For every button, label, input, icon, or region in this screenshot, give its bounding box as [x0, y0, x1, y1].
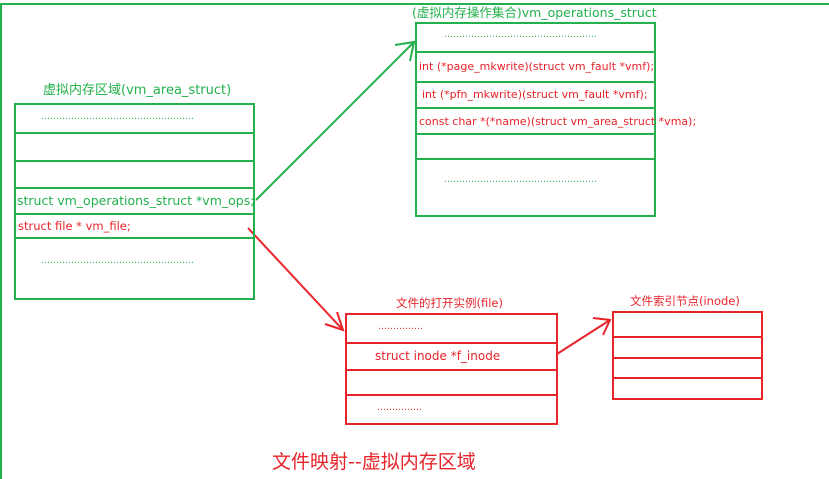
file-struct-title: 文件的打开实例(file) — [396, 296, 503, 310]
vm-ops-arrow — [255, 40, 416, 201]
vm-operations-struct-box: …………………………………………… int (*page_mkwrite)(st… — [415, 22, 696, 217]
inode-struct-title: 文件索引节点(inode) — [630, 294, 740, 308]
vm-operations-struct-title: (虚拟内存操作集合)vm_operations_struct — [412, 5, 657, 20]
file-dots-bottom: …………… — [377, 403, 422, 413]
f-inode-arrow — [556, 317, 612, 355]
vm-ops-name-field: const char *(*name)(struct vm_area_struc… — [419, 115, 697, 128]
vm-area-row-sep-3 — [16, 187, 253, 189]
vm-area-struct-box: …………………………………………… struct vm_operations_s… — [14, 103, 255, 300]
vm-ops-page-mkwrite-field: int (*page_mkwrite)(struct vm_fault *vmf… — [419, 60, 655, 73]
diagram-caption: 文件映射--虚拟内存区域 — [272, 451, 476, 473]
file-dots-top: …………… — [378, 322, 423, 332]
vm-area-row-sep-5 — [16, 237, 253, 239]
frame-left-line — [0, 3, 2, 479]
vm-ops-row-sep-3 — [417, 107, 654, 109]
vm-area-dots-bottom: …………………………………………… — [41, 256, 194, 266]
file-row-sep-1 — [347, 342, 556, 344]
vm-area-row-sep-4 — [16, 213, 253, 215]
file-f-inode-field: struct inode *f_inode — [375, 349, 501, 363]
vm-ops-dots-top: …………………………………………… — [444, 30, 597, 40]
vm-ops-row-sep-4 — [417, 133, 654, 135]
inode-row-sep-1 — [614, 336, 761, 338]
vm-area-row-sep-2 — [16, 160, 253, 162]
vm-ops-dots-bottom: …………………………………………… — [444, 175, 597, 185]
vm-area-row-sep-1 — [16, 132, 253, 134]
vm-ops-row-sep-5 — [417, 158, 654, 160]
vm-area-struct-title: 虚拟内存区域(vm_area_struct) — [43, 83, 232, 98]
vm-area-dots-top: …………………………………………… — [41, 112, 194, 122]
vm-area-vm-file-field: struct file * vm_file; — [18, 219, 131, 233]
vm-ops-pfn-mkwrite-field: int (*pfn_mkwrite)(struct vm_fault *vmf)… — [422, 88, 648, 101]
inode-row-sep-3 — [614, 377, 761, 379]
inode-row-sep-2 — [614, 357, 761, 359]
vm-ops-row-sep-1 — [417, 51, 654, 53]
vm-ops-row-sep-2 — [417, 81, 654, 83]
file-row-sep-2 — [347, 369, 556, 371]
file-struct-box: …………… struct inode *f_inode …………… — [345, 313, 558, 425]
frame-top-line — [0, 3, 829, 5]
file-row-sep-3 — [347, 394, 556, 396]
vm-file-arrow — [247, 227, 345, 332]
inode-struct-box — [612, 311, 763, 400]
vm-area-vm-ops-field: struct vm_operations_struct *vm_ops; — [17, 193, 255, 208]
